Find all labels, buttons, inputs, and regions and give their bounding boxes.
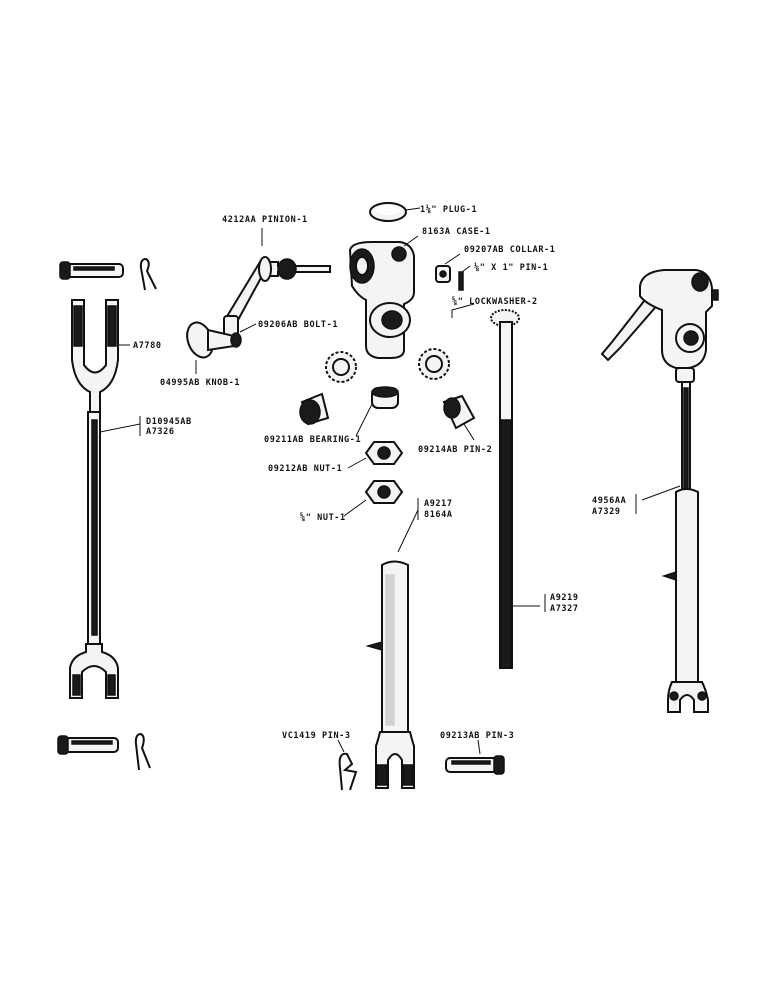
label-small-pin: ⅛" X 1" PIN-1 <box>474 262 548 273</box>
case <box>348 241 415 359</box>
long-rod <box>490 309 520 669</box>
label-right-rod-b: A7329 <box>592 507 621 517</box>
label-knob: 04995AB KNOB-1 <box>160 378 240 388</box>
left-yoke-rod <box>69 299 119 699</box>
label-left-yoke: A7780 <box>133 341 162 351</box>
label-nut-small: ⅝" NUT-1 <box>300 512 346 523</box>
collar <box>435 265 451 283</box>
label-center-rod-a: A9217 <box>424 499 453 509</box>
bolt-head-left <box>299 392 330 426</box>
pin-09214 <box>442 394 476 430</box>
label-case: 8163A CASE-1 <box>422 227 491 237</box>
right-assembly <box>600 269 719 713</box>
label-left-rod-a: D10945AB <box>146 417 192 427</box>
label-bolt: 09206AB BOLT-1 <box>258 320 338 330</box>
label-plug: 1⅛" PLUG-1 <box>420 204 477 215</box>
bearing <box>371 386 399 409</box>
label-center-rod-b: 8164A <box>424 510 453 520</box>
label-left-rod-b: A7326 <box>146 427 175 437</box>
clevis-pin-09213 <box>445 755 505 775</box>
label-cotter: VC1419 PIN-3 <box>282 731 351 741</box>
label-clevis-pin: 09213AB PIN-3 <box>440 731 514 741</box>
small-pin <box>458 271 464 291</box>
label-nut-09212: 09212AB NUT-1 <box>268 464 342 474</box>
left-clevis-pin-top <box>59 261 124 280</box>
knob <box>186 321 242 359</box>
left-cotter-pin-top <box>139 257 157 291</box>
label-lockwasher: ⅝" LOCKWASHER-2 <box>452 296 538 307</box>
label-pinion: 4212AA PINION-1 <box>222 215 308 225</box>
cotter-pin-vc1419 <box>338 752 358 791</box>
label-long-rod-a: A9219 <box>550 593 579 603</box>
label-collar: 09207AB COLLAR-1 <box>464 245 555 255</box>
label-right-rod-a: 4956AA <box>592 496 626 506</box>
left-clevis-pin-bottom <box>57 735 119 755</box>
center-rod <box>365 560 415 789</box>
label-pin-09214: 09214AB PIN-2 <box>418 445 492 455</box>
label-long-rod-b: A7327 <box>550 604 579 614</box>
label-bearing: 09211AB BEARING-1 <box>264 435 361 445</box>
left-cotter-pin-bottom <box>134 732 151 771</box>
